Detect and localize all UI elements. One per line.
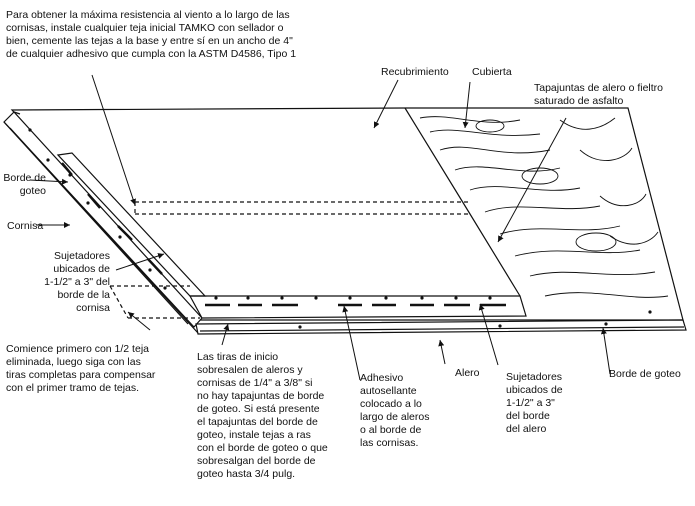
label-borde-goteo-right: Borde de goteo — [609, 368, 681, 380]
label-tiras-inicio: Las tiras de inicio sobresalen de aleros… — [197, 351, 328, 480]
leader-borde-goteo-left — [29, 178, 69, 185]
leader-borde-goteo-right — [600, 327, 611, 375]
leader-sujetadores-right — [478, 303, 499, 366]
label-recubrimiento: Recubrimiento — [381, 66, 449, 78]
leader-cubierta — [462, 81, 471, 129]
leader-recubrimiento — [373, 79, 399, 129]
leader-top-note — [91, 74, 136, 206]
label-comience: Comience primero con 1/2 teja eliminada,… — [6, 343, 156, 394]
leader-alero — [438, 339, 446, 365]
label-sujetadores-alero: Sujetadores ubicados de 1-1/2" a 3" del … — [506, 371, 563, 435]
label-adhesivo: Adhesivo autosellante colocado a lo larg… — [360, 372, 430, 449]
starter-strip-rake — [56, 152, 207, 297]
leader-tapajuntas — [497, 117, 567, 243]
label-cornisa: Cornisa — [7, 220, 44, 232]
label-sujetadores-cornisa: Sujetadores ubicados de 1-1/2" a 3" del … — [44, 250, 110, 314]
label-cubierta: Cubierta — [472, 66, 512, 78]
starter-strip-eave — [188, 295, 527, 319]
top-note: Para obtener la máxima resistencia al vi… — [6, 9, 297, 60]
leader-tiras — [221, 323, 230, 346]
leader-sujetadores-left — [115, 253, 165, 271]
leader-comience — [127, 311, 151, 331]
leader-adhesivo — [342, 305, 361, 381]
deck-boundary — [404, 107, 521, 297]
label-alero: Alero — [455, 367, 480, 379]
label-borde-goteo-left: Borde de goteo — [3, 172, 46, 197]
label-tapajuntas-alero: Tapajuntas de alero o fieltro saturado d… — [534, 82, 663, 107]
